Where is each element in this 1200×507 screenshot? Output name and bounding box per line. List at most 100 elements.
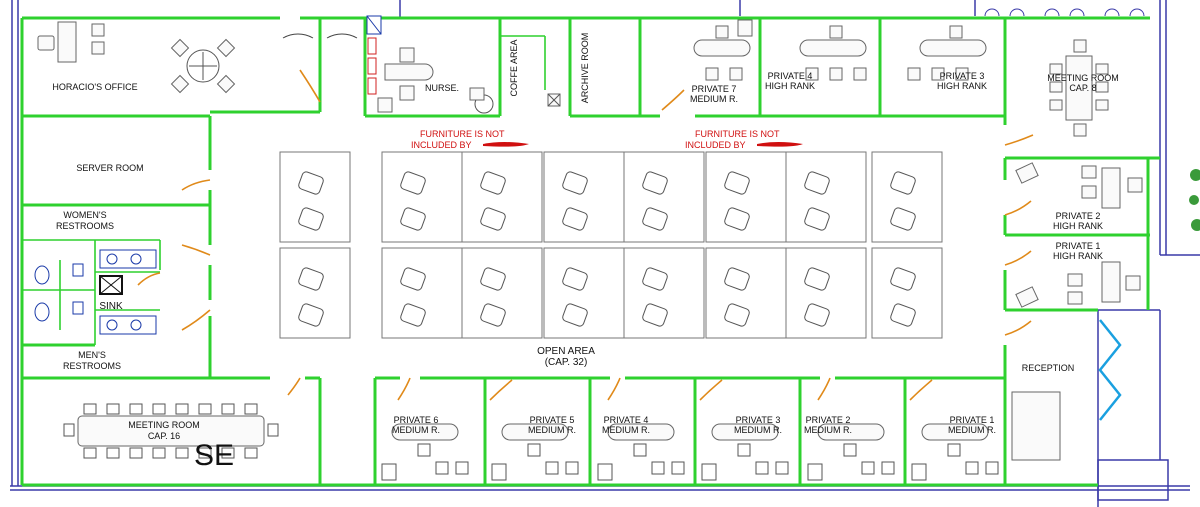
chair [480, 207, 506, 231]
workstation-pod [871, 151, 943, 243]
desk [817, 423, 885, 441]
chair [651, 461, 665, 475]
chair [642, 303, 668, 327]
label-mens-2: RESTROOMS [63, 361, 121, 371]
chair [106, 447, 120, 459]
chair [804, 171, 830, 195]
chair [562, 207, 588, 231]
chair [221, 447, 235, 459]
chair [298, 303, 324, 327]
label-private6-2: MEDIUM R. [392, 425, 440, 435]
label-open-area-2: (CAP. 32) [545, 357, 588, 368]
chair [562, 267, 588, 291]
label-private4h-2: HIGH RANK [765, 81, 815, 91]
note-left-2: INCLUDED BY [411, 140, 472, 150]
note-right-2: INCLUDED BY [685, 140, 746, 150]
label-meeting8-2: CAP. 8 [1069, 83, 1096, 93]
label-private1h-2: HIGH RANK [1053, 251, 1103, 261]
cabinet [381, 463, 397, 481]
note-left-1: FURNITURE IS NOT [420, 129, 505, 139]
meeting8-furniture [1049, 39, 1109, 137]
label-private3m-2: MEDIUM R. [734, 425, 782, 435]
chair [175, 403, 189, 415]
chair [642, 207, 668, 231]
chair [400, 267, 426, 291]
label-horacio-office: HORACIO'S OFFICE [52, 82, 137, 92]
chair [129, 403, 143, 415]
label-private5-2: MEDIUM R. [528, 425, 576, 435]
note-right-1: FURNITURE IS NOT [695, 129, 780, 139]
chair [298, 171, 324, 195]
chair [152, 447, 166, 459]
chair [775, 461, 789, 475]
label-meeting16-2: CAP. 16 [148, 431, 180, 441]
chair [947, 443, 961, 457]
chair [480, 171, 506, 195]
label-private3h-2: HIGH RANK [937, 81, 987, 91]
label-private3h-1: PRIVATE 3 [940, 71, 985, 81]
chair [400, 207, 426, 231]
chair [890, 303, 916, 327]
label-reception: RECEPTION [1022, 363, 1075, 373]
label-private6-1: PRIVATE 6 [394, 415, 439, 425]
cabinet [911, 463, 927, 481]
right-private-furniture [1011, 162, 1143, 461]
label-open-area-1: OPEN AREA [537, 346, 595, 357]
chair [965, 461, 979, 475]
chair [400, 303, 426, 327]
label-private2h-2: HIGH RANK [1053, 221, 1103, 231]
label-meeting16-1: MEETING ROOM [128, 420, 200, 430]
label-private1m-2: MEDIUM R. [948, 425, 996, 435]
label-private2m-2: MEDIUM R. [804, 425, 852, 435]
chair [527, 443, 541, 457]
chair [724, 267, 750, 291]
cabinet [597, 463, 613, 481]
chair [129, 447, 143, 459]
bottom-private-furniture [381, 423, 999, 481]
chair [642, 171, 668, 195]
chair [244, 403, 258, 415]
label-private2h-1: PRIVATE 2 [1056, 211, 1101, 221]
door-swings [137, 33, 1034, 401]
label-coffe-area: COFFE AREA [509, 39, 519, 96]
chair [724, 303, 750, 327]
top-private-furniture [693, 19, 987, 81]
label-private4m-1: PRIVATE 4 [604, 415, 649, 425]
interior-walls [20, 16, 1160, 487]
chair [565, 461, 579, 475]
label-meeting8-1: MEETING ROOM [1047, 73, 1119, 83]
chair [152, 403, 166, 415]
label-womens-2: RESTROOMS [56, 221, 114, 231]
tree-decoration [1189, 169, 1200, 231]
chair [455, 461, 469, 475]
chair [633, 443, 647, 457]
label-nurse: NURSE. [425, 83, 459, 93]
chair [267, 423, 279, 437]
label-private5-1: PRIVATE 5 [530, 415, 575, 425]
label-private3m-1: PRIVATE 3 [736, 415, 781, 425]
chair [221, 403, 235, 415]
open-area-workstations [279, 151, 943, 339]
chair [562, 171, 588, 195]
redaction-right [757, 142, 803, 147]
label-private1m-1: PRIVATE 1 [950, 415, 995, 425]
desk [391, 423, 459, 441]
chair [804, 207, 830, 231]
label-private4m-2: MEDIUM R. [602, 425, 650, 435]
label-womens-1: WOMEN'S [63, 210, 106, 220]
chair [843, 443, 857, 457]
top-windows [984, 8, 1145, 17]
chair [724, 207, 750, 231]
restroom-fixtures [34, 249, 157, 335]
chair [861, 461, 875, 475]
chair [400, 171, 426, 195]
stamp-se: SE [194, 439, 234, 472]
label-private4h-1: PRIVATE 4 [768, 71, 813, 81]
chair [435, 461, 449, 475]
chair [480, 303, 506, 327]
chair [881, 461, 895, 475]
desk [607, 423, 675, 441]
horacio-furniture [37, 21, 236, 94]
label-private7-2: MEDIUM R. [690, 94, 738, 104]
chair [175, 447, 189, 459]
